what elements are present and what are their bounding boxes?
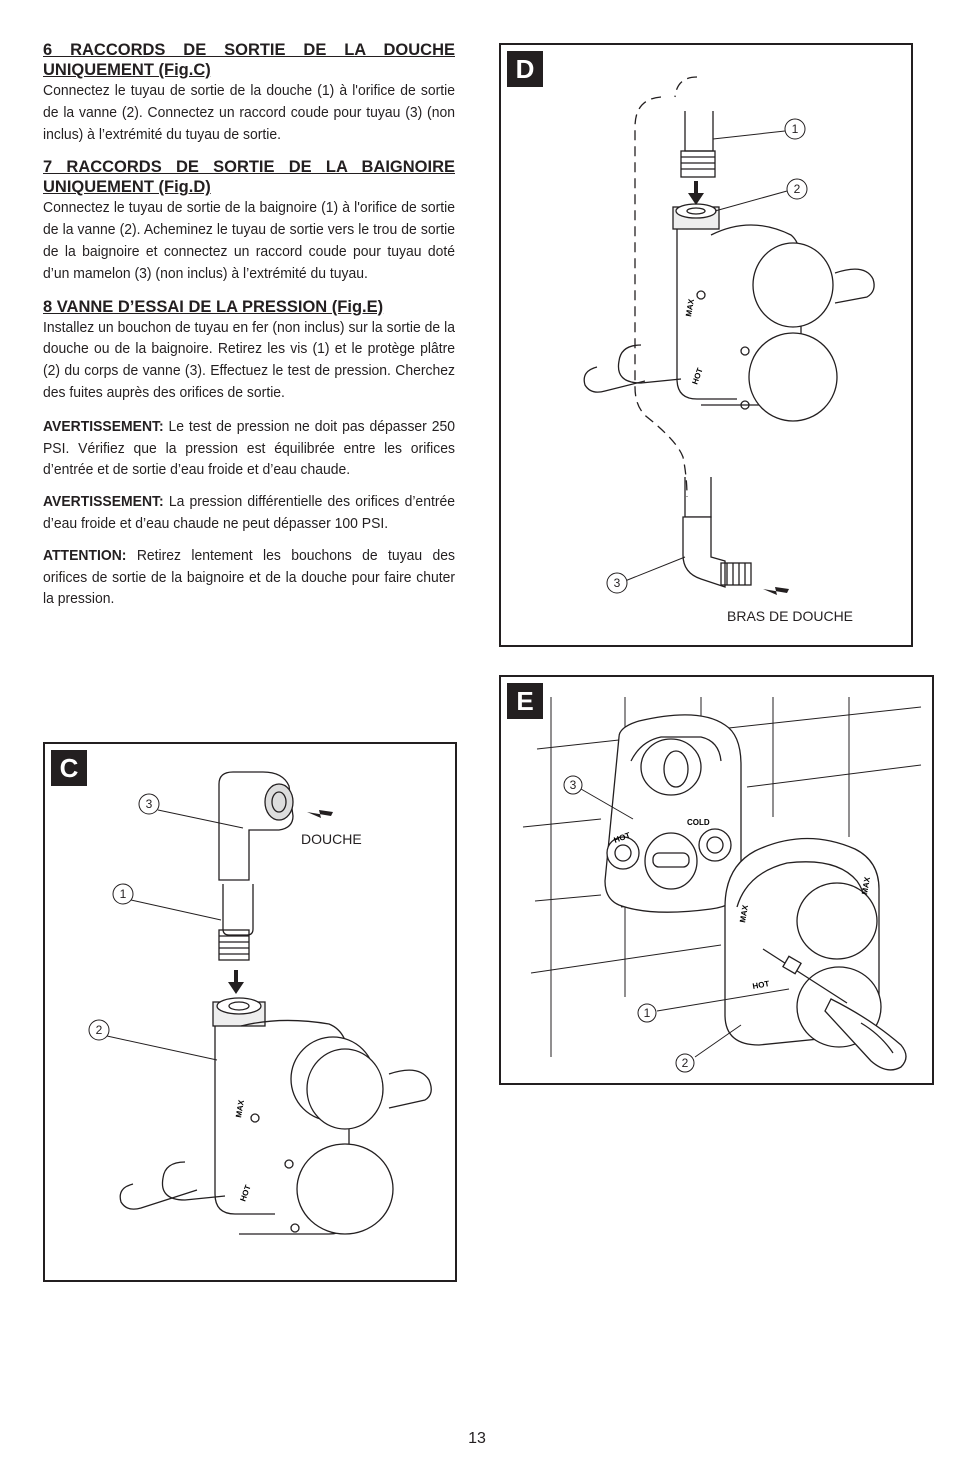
figure-e-illustration: HOT COLD MAX MAX HOT 3 1 2 [522,697,922,1073]
section-6: 6 RACCORDS DE SORTIE DE LA DOUCHE UNIQUE… [43,40,455,145]
figure-d: MAX HOT BRAS DE DOUCHE 1 2 3 D [499,43,913,647]
outlet-arrow-icon [763,587,789,595]
caution-release-pressure: ATTENTION: Retirez lentement les bouchon… [43,545,455,610]
section-7: 7 RACCORDS DE SORTIE DE LA BAIGNOIRE UNI… [43,157,455,284]
callout-2: 2 [96,1023,103,1037]
figure-label: D [507,51,543,87]
figure-c: MAX HOT DOUCHE 3 1 2 C [43,742,457,1282]
hot-marking: HOT [238,1184,252,1203]
fig-d-caption: BRAS DE DOUCHE [727,608,853,624]
callout-1: 1 [792,122,799,136]
arrow-down-icon [688,181,704,205]
hot-marking-2: HOT [752,979,770,991]
figure-d-illustration: MAX HOT BRAS DE DOUCHE 1 2 3 [583,76,875,624]
figure-e: HOT COLD MAX MAX HOT 3 1 2 E [499,675,934,1085]
max-marking-2: MAX [860,876,872,896]
figure-label: C [51,750,87,786]
text-column: 6 RACCORDS DE SORTIE DE LA DOUCHE UNIQUE… [43,40,455,620]
page-number: 13 [468,1430,486,1447]
outlet-arrow-icon [307,810,333,818]
arrow-down-icon [228,970,244,994]
section-body: Installez un bouchon de tuyau en fer (no… [43,318,455,401]
max-marking: MAX [234,1099,246,1119]
figure-label: E [507,683,543,719]
callout-3: 3 [614,576,621,590]
section-body: Connectez le tuyau de sortie de la douch… [43,82,455,143]
max-marking: MAX [738,904,750,924]
warning-label: AVERTISSEMENT: [43,417,164,435]
hot-marking: HOT [690,367,704,386]
fig-c-caption: DOUCHE [301,831,362,847]
figure-c-illustration: MAX HOT DOUCHE 3 1 2 [88,771,432,1235]
callout-2: 2 [682,1056,689,1070]
section-title: 6 RACCORDS DE SORTIE DE LA DOUCHE UNIQUE… [43,41,455,79]
caution-label: ATTENTION: [43,546,127,564]
callout-3: 3 [146,797,153,811]
warning-differential-pressure: AVERTISSEMENT: La pression différentiell… [43,491,455,535]
callout-3: 3 [570,778,577,792]
callout-1: 1 [644,1006,651,1020]
caution-text: Retirez lentement les bouchons de tuyau … [43,546,455,608]
section-8: 8 VANNE D’ESSAI DE LA PRESSION (Fig.E) I… [43,297,455,404]
warning-label: AVERTISSEMENT: [43,493,164,511]
callout-2: 2 [794,182,801,196]
cold-marking: COLD [687,818,710,827]
max-marking: MAX [684,298,696,318]
warning-text: Le test de pression ne doit pas dépasser… [43,417,455,479]
section-body: Connectez le tuyau de sortie de la baign… [43,199,455,282]
callout-1: 1 [120,887,127,901]
warning-pressure-limit: AVERTISSEMENT: Le test de pression ne do… [43,416,455,481]
warning-text: La pression différentielle des orifices … [43,493,455,532]
section-title: 8 VANNE D’ESSAI DE LA PRESSION (Fig.E) [43,297,384,316]
section-title: 7 RACCORDS DE SORTIE DE LA BAIGNOIRE UNI… [43,158,455,197]
